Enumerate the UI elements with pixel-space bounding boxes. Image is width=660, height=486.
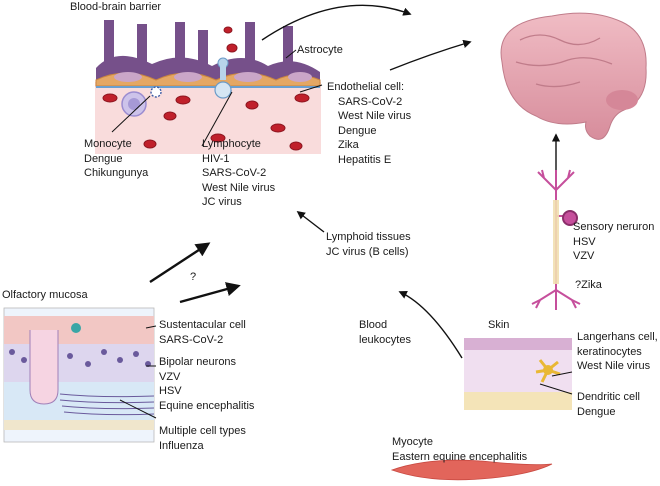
sensory-neuron-label: Sensory neruron HSV VZV — [573, 221, 655, 262]
arrows — [111, 4, 573, 419]
langerhans-label: Langerhans cell, keratinocytes West Nile… — [577, 331, 658, 372]
endothelial-layer — [95, 72, 321, 88]
arrow-blood-to-lymphoid — [398, 291, 463, 359]
bipolar-label: Bipolar neurons VZV HSV Equine encephali… — [159, 356, 255, 412]
monocyte-illustration — [121, 91, 147, 117]
arrow-olfactory-to-bbb — [149, 242, 211, 284]
monocyte-label: Monocyte Dengue Chikungunya — [84, 138, 149, 179]
zika-label: ?Zika — [575, 279, 602, 291]
skin-title: Skin — [488, 319, 510, 331]
question-mark: ? — [190, 271, 197, 283]
arrow-lymphoid-to-bbb — [296, 210, 325, 233]
sustentacular-label: Sustentacular cell SARS-CoV-2 — [159, 319, 246, 346]
arrow-bbb-to-brain — [261, 4, 412, 41]
multiple-cell-types-label: Multiple cell types Influenza — [159, 425, 246, 452]
astrocyte-label: Astrocyte — [297, 44, 343, 56]
skin-illustration — [464, 338, 572, 410]
bbb-illustration — [95, 20, 321, 154]
astrocyte-illustration — [96, 20, 320, 80]
myocyte-label: Myocyte Eastern equine encephalitis — [392, 436, 528, 463]
lymphocyte-illustration — [214, 57, 232, 99]
olfactory-mucosa-illustration — [3, 307, 155, 443]
bbb-title: Blood-brain barrier — [70, 1, 162, 13]
endothelial-label: Endothelial cell: SARS-CoV-2 West Nile v… — [327, 81, 412, 166]
dendritic-label: Dendritic cell Dengue — [577, 391, 640, 418]
arrow-olfactory-question — [179, 282, 241, 304]
brain-illustration — [500, 12, 647, 140]
lymphocyte-label: Lymphocyte HIV-1 SARS-CoV-2 West Nile vi… — [202, 138, 276, 208]
olfactory-title: Olfactory mucosa — [2, 289, 88, 301]
lymphoid-label: Lymphoid tissues JC virus (B cells) — [326, 231, 411, 258]
arrow-endothelial-to-brain — [389, 39, 472, 71]
red-blood-cells — [102, 26, 310, 151]
myelin-sheath — [553, 200, 559, 284]
myocyte-illustration — [390, 459, 553, 481]
blood-leukocytes-label: Blood leukocytes — [359, 319, 411, 346]
